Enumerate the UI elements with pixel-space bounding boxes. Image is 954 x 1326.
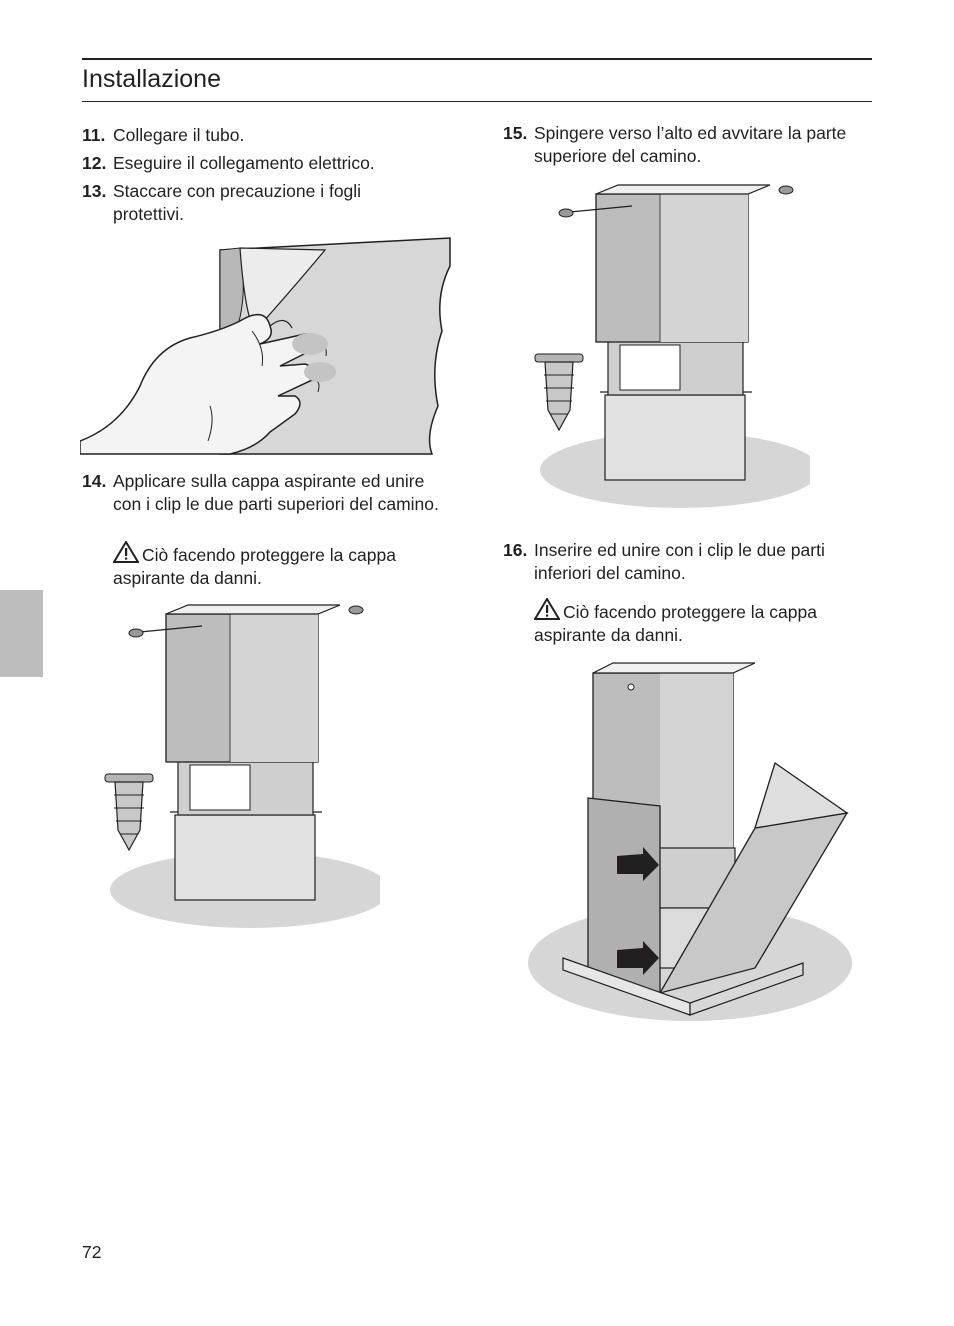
arrow-right-icon <box>617 847 659 881</box>
lower-chimney-illustration <box>528 662 852 1021</box>
step-14: 14. Applicare sulla cappa aspirante ed u… <box>82 470 447 515</box>
page-number: 72 <box>82 1242 102 1262</box>
step-15: 15. Spingere verso l’alto ed avvitare la… <box>503 122 853 167</box>
step-text: Eseguire il collegamento elettrico. <box>113 153 375 173</box>
warning-icon <box>534 598 560 620</box>
step-16: 16. Inserire ed unire con i clip le due … <box>503 539 853 584</box>
step-text: Inserire ed unire con i clip le due part… <box>534 540 825 583</box>
peel-foil-illustration <box>80 237 451 455</box>
step-text: Collegare il tubo. <box>113 125 245 145</box>
step-number: 16. <box>503 540 528 560</box>
warning-text: Ciò facendo proteggere la cappa aspirant… <box>113 545 396 588</box>
step-number: 15. <box>503 123 528 143</box>
arrow-right-icon <box>617 941 659 975</box>
section-tab <box>0 590 43 677</box>
step-text: Spingere verso l’alto ed avvitare la par… <box>534 123 847 166</box>
step-text: Staccare con precauzione i fogli protett… <box>113 181 362 224</box>
step-13: 13. Staccare con precauzione i fogli pro… <box>82 180 422 225</box>
warning-text: Ciò facendo proteggere la cappa aspirant… <box>534 602 817 645</box>
header-rule-bottom <box>82 101 872 102</box>
page-title: Installazione <box>82 65 221 93</box>
warning-icon <box>113 541 139 563</box>
step-number: 14. <box>82 471 107 491</box>
header-rule-top <box>82 58 872 60</box>
chimney-screw-illustration <box>534 184 810 508</box>
step-12: 12. Eseguire il collegamento elettrico. <box>82 152 442 175</box>
step-text: Applicare sulla cappa aspirante ed unire… <box>113 471 439 514</box>
chimney-clip-illustration <box>104 604 380 928</box>
warning-note: Ciò facendo proteggere la cappa aspirant… <box>534 598 864 646</box>
step-number: 12. <box>82 153 107 173</box>
step-number: 13. <box>82 181 107 201</box>
step-number: 11. <box>82 125 106 145</box>
step-11: 11. Collegare il tubo. <box>82 124 442 147</box>
warning-note: Ciò facendo proteggere la cappa aspirant… <box>113 541 443 589</box>
